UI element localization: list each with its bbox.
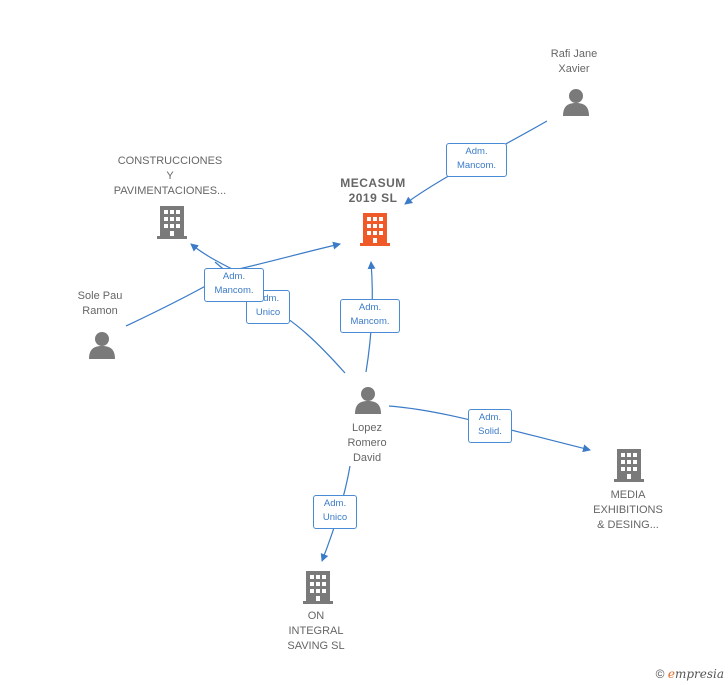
- person-icon: [89, 332, 115, 359]
- person-icon: [563, 89, 589, 116]
- node-label-sole[interactable]: Sole Pau Ramon: [77, 290, 123, 317]
- node-label-rafi[interactable]: Rafi Jane Xavier: [550, 48, 598, 75]
- edge-badge-sole-mancom[interactable]: Adm. Mancom.: [204, 268, 264, 302]
- copyright-footer: © empresia: [656, 667, 724, 681]
- building-icon-focus: [360, 213, 390, 246]
- node-label-lopez[interactable]: Lopez Romero David: [347, 422, 387, 464]
- node-label-construcciones[interactable]: CONSTRUCCIONES Y PAVIMENTACIONES...: [113, 155, 227, 197]
- empresia-logo-e: e: [667, 667, 675, 681]
- node-label-mecasum[interactable]: MECASUM 2019 SL: [340, 176, 406, 205]
- edge-sole-mecasum: [233, 241, 341, 271]
- edge-badge-lopez-mecasum[interactable]: Adm. Mancom.: [340, 299, 400, 333]
- edge-badge-lopez-media[interactable]: Adm. Solid.: [468, 409, 512, 443]
- building-icon: [614, 449, 644, 482]
- person-icon: [355, 387, 381, 414]
- building-icon: [303, 571, 333, 604]
- edge-badge-lopez-on[interactable]: Adm. Unico: [313, 495, 357, 529]
- copyright-icon: ©: [655, 667, 665, 681]
- node-label-media[interactable]: MEDIA EXHIBITIONS & DESING...: [593, 489, 663, 531]
- empresia-logo-text: mpresia: [674, 667, 724, 681]
- edge-badge-rafi-mecasum[interactable]: Adm. Mancom.: [446, 143, 507, 177]
- node-label-on-integral[interactable]: ON INTEGRAL SAVING SL: [287, 610, 345, 652]
- building-icon: [157, 206, 187, 239]
